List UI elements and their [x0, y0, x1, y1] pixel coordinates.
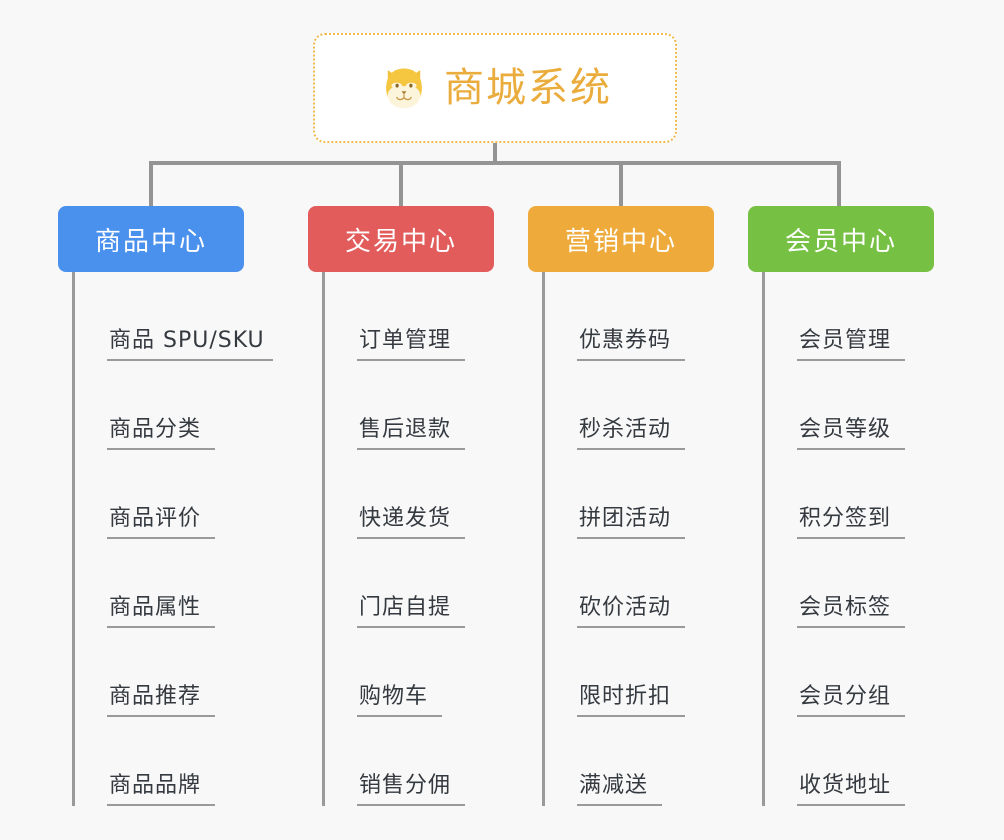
branch-4-leaf-list: 会员管理 会员等级 积分签到 会员标签 会员分组 收货地址 [762, 272, 934, 806]
leaf-item-label: 限时折扣 [577, 678, 686, 717]
leaf-item[interactable]: 快递发货 [325, 450, 494, 539]
leaf-item-label: 快递发货 [357, 500, 466, 539]
leaf-item-label: 购物车 [357, 678, 443, 717]
leaf-item-label: 商品 SPU/SKU [107, 322, 273, 361]
leaf-item-label: 砍价活动 [577, 589, 686, 628]
branch-header-2-label: 交易中心 [344, 226, 457, 257]
branch-column-3: 营销中心 优惠券码 秒杀活动 拼团活动 砍价活动 限时折扣 满减送 [528, 206, 714, 806]
branch-1-leaf-list: 商品 SPU/SKU 商品分类 商品评价 商品属性 商品推荐 商品品牌 [72, 272, 273, 806]
leaf-item[interactable]: 商品属性 [75, 539, 244, 628]
leaf-item[interactable]: 商品品牌 [75, 717, 244, 806]
leaf-item[interactable]: 商品推荐 [75, 628, 244, 717]
leaf-item-label: 优惠券码 [577, 322, 686, 361]
branch-header-1[interactable]: 商品中心 [58, 206, 244, 272]
leaf-item-label: 销售分佣 [357, 767, 466, 806]
leaf-item[interactable]: 砍价活动 [545, 539, 714, 628]
shiba-dog-face-icon [378, 62, 430, 114]
leaf-item[interactable]: 商品 SPU/SKU [75, 272, 273, 361]
leaf-item-label: 商品品牌 [107, 767, 216, 806]
root-node[interactable]: 商城系统 [313, 33, 677, 143]
leaf-item-label: 收货地址 [797, 767, 906, 806]
branch-header-3-label: 营销中心 [564, 226, 677, 257]
branch-2-leaf-list: 订单管理 售后退款 快递发货 门店自提 购物车 销售分佣 [322, 272, 494, 806]
leaf-item[interactable]: 商品分类 [75, 361, 244, 450]
branch-3-leaf-list: 优惠券码 秒杀活动 拼团活动 砍价活动 限时折扣 满减送 [542, 272, 714, 806]
leaf-item-label: 商品分类 [107, 411, 216, 450]
leaf-item-label: 满减送 [577, 767, 663, 806]
leaf-item-label: 秒杀活动 [577, 411, 686, 450]
branch-column-1: 商品中心 商品 SPU/SKU 商品分类 商品评价 商品属性 商品推荐 商品品牌 [58, 206, 273, 806]
leaf-item[interactable]: 购物车 [325, 628, 494, 717]
leaf-item[interactable]: 限时折扣 [545, 628, 714, 717]
leaf-item-label: 会员标签 [797, 589, 906, 628]
leaf-item-label: 会员管理 [797, 322, 906, 361]
connector-root-stub [493, 143, 497, 165]
branch-header-2[interactable]: 交易中心 [308, 206, 494, 272]
leaf-item-label: 商品评价 [107, 500, 216, 539]
leaf-item-label: 订单管理 [357, 322, 466, 361]
root-title: 商城系统 [444, 65, 612, 111]
leaf-item[interactable]: 售后退款 [325, 361, 494, 450]
leaf-item[interactable]: 秒杀活动 [545, 361, 714, 450]
branch-column-4: 会员中心 会员管理 会员等级 积分签到 会员标签 会员分组 收货地址 [748, 206, 934, 806]
leaf-item-label: 积分签到 [797, 500, 906, 539]
leaf-item[interactable]: 会员标签 [765, 539, 934, 628]
leaf-item[interactable]: 会员分组 [765, 628, 934, 717]
leaf-item[interactable]: 商品评价 [75, 450, 244, 539]
connector-drop-4 [837, 161, 841, 206]
leaf-item-label: 会员等级 [797, 411, 906, 450]
leaf-item-label: 商品属性 [107, 589, 216, 628]
branch-header-1-label: 商品中心 [94, 226, 207, 257]
leaf-item[interactable]: 会员管理 [765, 272, 934, 361]
connector-drop-2 [399, 161, 403, 206]
leaf-item-label: 售后退款 [357, 411, 466, 450]
leaf-item-label: 拼团活动 [577, 500, 686, 539]
branch-header-4[interactable]: 会员中心 [748, 206, 934, 272]
connector-drop-3 [619, 161, 623, 206]
leaf-item[interactable]: 积分签到 [765, 450, 934, 539]
leaf-item[interactable]: 销售分佣 [325, 717, 494, 806]
leaf-item[interactable]: 收货地址 [765, 717, 934, 806]
leaf-item[interactable]: 优惠券码 [545, 272, 714, 361]
leaf-item-label: 门店自提 [357, 589, 466, 628]
connector-drop-1 [149, 161, 153, 206]
leaf-item-label: 会员分组 [797, 678, 906, 717]
leaf-item[interactable]: 满减送 [545, 717, 714, 806]
leaf-item[interactable]: 会员等级 [765, 361, 934, 450]
branch-header-4-label: 会员中心 [784, 226, 897, 257]
leaf-item-label: 商品推荐 [107, 678, 216, 717]
leaf-item[interactable]: 订单管理 [325, 272, 494, 361]
connector-horizontal-bus [149, 161, 841, 165]
leaf-item[interactable]: 门店自提 [325, 539, 494, 628]
leaf-item[interactable]: 拼团活动 [545, 450, 714, 539]
branch-header-3[interactable]: 营销中心 [528, 206, 714, 272]
branch-column-2: 交易中心 订单管理 售后退款 快递发货 门店自提 购物车 销售分佣 [308, 206, 494, 806]
root-node-content: 商城系统 [378, 62, 612, 114]
